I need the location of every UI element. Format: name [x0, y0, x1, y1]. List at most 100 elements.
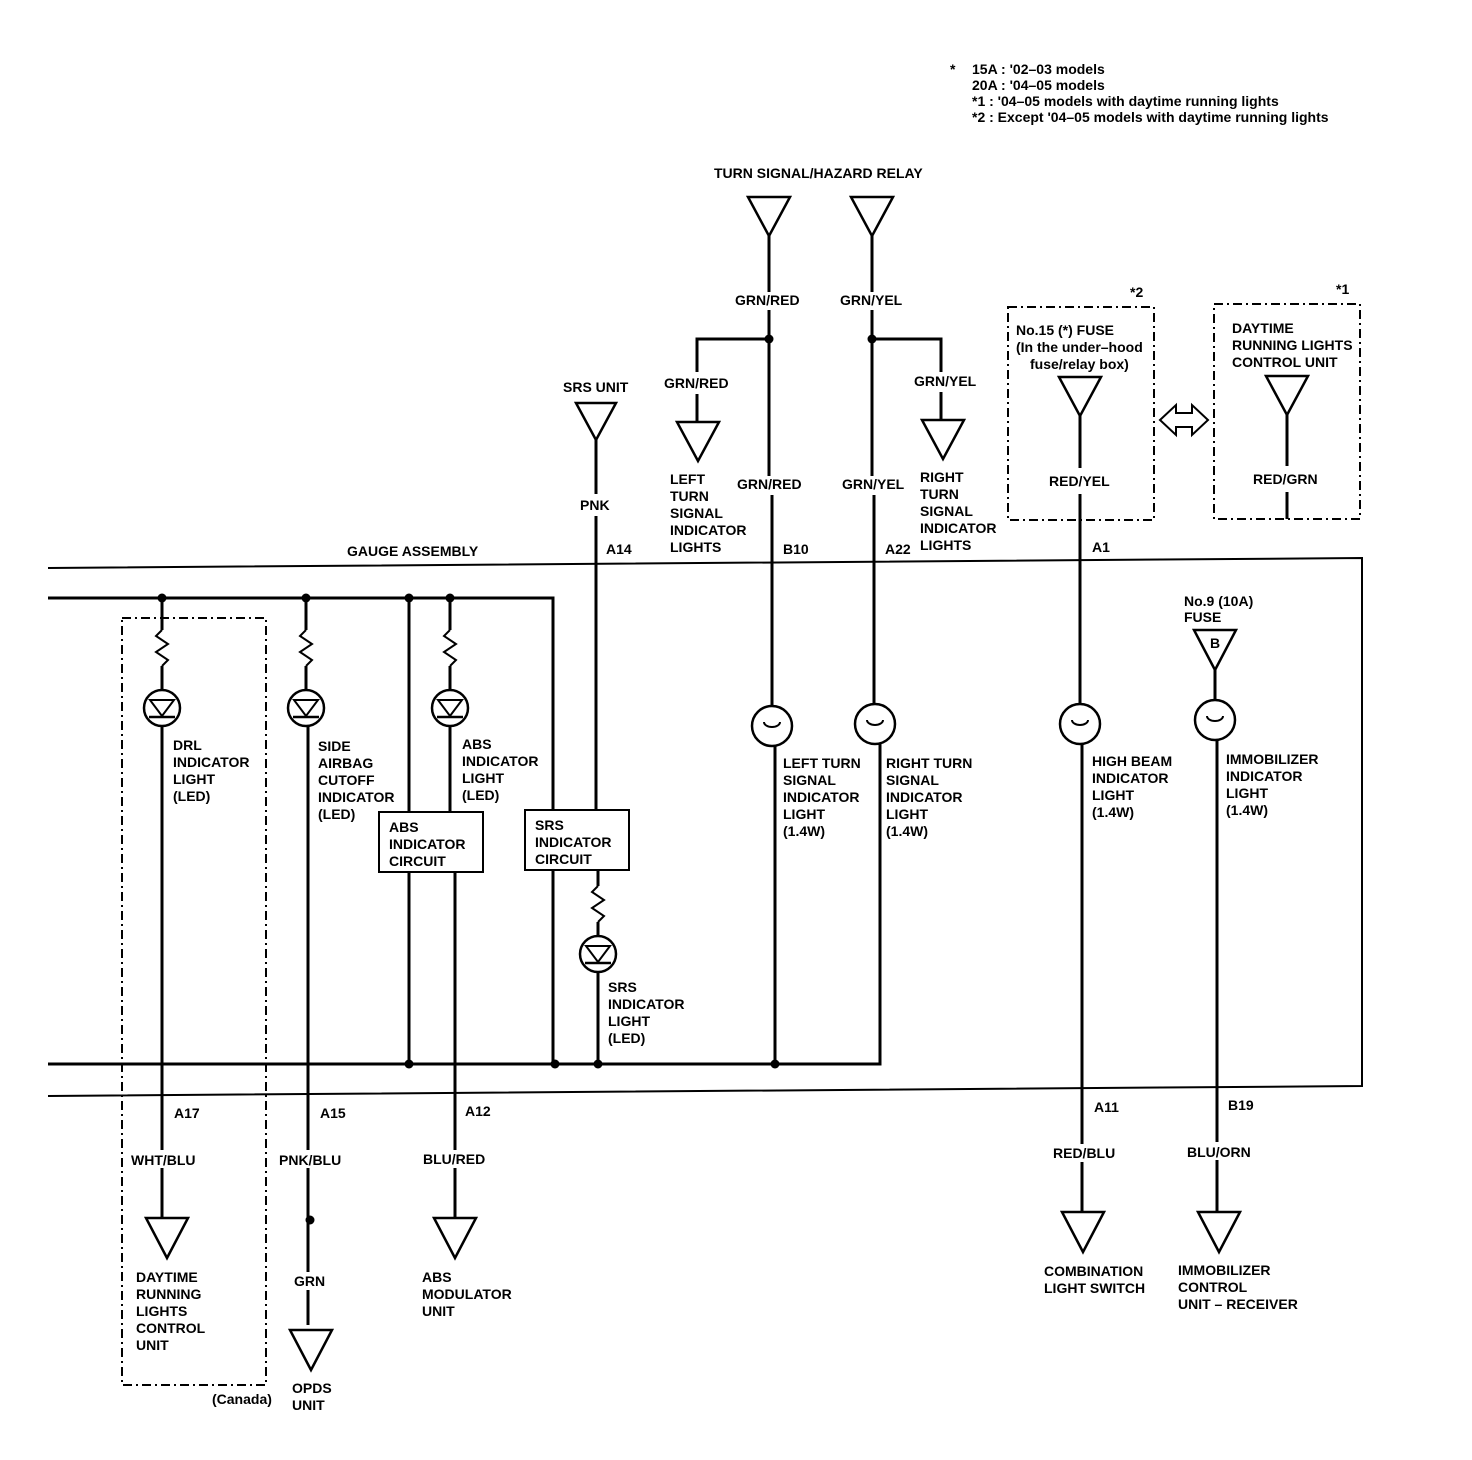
resistor-abs — [442, 629, 458, 667]
left-turn-bulb-icon — [750, 704, 794, 748]
pin-a11: A11 — [1094, 1099, 1119, 1115]
svg-text:IMMOBILIZER: IMMOBILIZER — [1226, 751, 1319, 767]
drl-unit-box — [1213, 303, 1361, 520]
left-lights-wire-label: GRN/RED — [664, 375, 729, 391]
left-lights-label: LEFT TURN SIGNAL INDICATOR LIGHTS — [670, 471, 746, 555]
gauge-title: GAUGE ASSEMBLY — [347, 543, 479, 559]
svg-text:INDICATOR: INDICATOR — [920, 520, 996, 536]
abs-indicator-label: ABS INDICATOR LIGHT (LED) — [462, 736, 538, 803]
svg-text:LIGHT: LIGHT — [462, 770, 504, 786]
svg-text:No.15 (*) FUSE: No.15 (*) FUSE — [1016, 322, 1114, 338]
right-turn-wire-label: GRN/YEL — [842, 476, 905, 492]
combination-switch-label: COMBINATION LIGHT SWITCH — [1044, 1263, 1145, 1296]
srs-wire-label: PNK — [580, 497, 610, 513]
left-lights-terminal — [674, 420, 722, 464]
svg-text:INDICATOR: INDICATOR — [670, 522, 746, 538]
relay-terminal-right — [848, 195, 896, 239]
drl-unit-bottom-label: DAYTIME RUNNING LIGHTS CONTROL UNIT — [136, 1269, 206, 1353]
pin-b19: B19 — [1228, 1097, 1254, 1113]
svg-text:RIGHT: RIGHT — [920, 469, 964, 485]
svg-text:INDICATOR: INDICATOR — [886, 789, 962, 805]
canada-box — [121, 617, 267, 1386]
drl-unit-label: DAYTIME RUNNING LIGHTS CONTROL UNIT — [1232, 320, 1353, 370]
combo-wire-label: RED/BLU — [1053, 1145, 1115, 1161]
svg-text:ABS: ABS — [462, 736, 492, 752]
wire-label-bg-opds — [276, 1150, 340, 1168]
svg-text:CONTROL: CONTROL — [1178, 1279, 1248, 1295]
pin-a14: A14 — [606, 541, 632, 557]
right-turn-bulb-icon — [853, 702, 897, 746]
svg-text:RUNNING LIGHTS: RUNNING LIGHTS — [1232, 337, 1353, 353]
svg-text:LEFT: LEFT — [670, 471, 705, 487]
svg-text:LIGHT: LIGHT — [886, 806, 928, 822]
drl-unit-bottom-terminal — [143, 1216, 191, 1261]
svg-text:DAYTIME: DAYTIME — [1232, 320, 1294, 336]
opds-terminal — [287, 1328, 335, 1373]
drl-unit-tag: *1 — [1336, 281, 1349, 297]
svg-text:TURN: TURN — [670, 488, 709, 504]
svg-text:LIGHT: LIGHT — [608, 1013, 650, 1029]
opds-wire2-label: GRN — [294, 1273, 325, 1289]
junction-opds — [305, 1215, 315, 1225]
svg-text:INDICATOR: INDICATOR — [535, 834, 611, 850]
svg-text:SIGNAL: SIGNAL — [886, 772, 939, 788]
svg-text:RIGHT TURN: RIGHT TURN — [886, 755, 972, 771]
svg-text:LEFT TURN: LEFT TURN — [783, 755, 861, 771]
svg-text:INDICATOR: INDICATOR — [1092, 770, 1168, 786]
fuse15-label: No.15 (*) FUSE (In the under–hood fuse/r… — [1016, 322, 1143, 372]
svg-text:RUNNING: RUNNING — [136, 1286, 201, 1302]
svg-text:LIGHT SWITCH: LIGHT SWITCH — [1044, 1280, 1145, 1296]
svg-text:CIRCUIT: CIRCUIT — [389, 853, 446, 869]
fuse15-tag: *2 — [1130, 284, 1143, 300]
svg-text:UNIT: UNIT — [136, 1337, 169, 1353]
opds-label: OPDS UNIT — [292, 1380, 332, 1413]
svg-text:COMBINATION: COMBINATION — [1044, 1263, 1143, 1279]
svg-text:SIGNAL: SIGNAL — [783, 772, 836, 788]
svg-text:MODULATOR: MODULATOR — [422, 1286, 512, 1302]
svg-text:INDICATOR: INDICATOR — [462, 753, 538, 769]
drl-led-icon — [142, 688, 182, 728]
svg-text:CIRCUIT: CIRCUIT — [535, 851, 592, 867]
svg-text:(LED): (LED) — [462, 787, 499, 803]
svg-text:LIGHTS: LIGHTS — [136, 1303, 187, 1319]
svg-text:(1.4W): (1.4W) — [886, 823, 928, 839]
drl-wire-label: WHT/BLU — [131, 1152, 196, 1168]
immobilizer-bulb-icon — [1193, 698, 1237, 742]
svg-text:SIGNAL: SIGNAL — [670, 505, 723, 521]
svg-text:CONTROL: CONTROL — [136, 1320, 206, 1336]
abs-modulator-terminal — [431, 1216, 479, 1261]
internal-rail-bottom — [48, 730, 882, 1066]
svg-text:(LED): (LED) — [173, 788, 210, 804]
wire-label-bg-immob — [1184, 1142, 1250, 1160]
note-line-1: 15A : '02–03 models — [972, 61, 1105, 77]
note-line-2: 20A : '04–05 models — [972, 77, 1105, 93]
svg-text:AIRBAG: AIRBAG — [318, 755, 373, 771]
svg-text:UNIT: UNIT — [292, 1397, 325, 1413]
srs-unit-terminal — [573, 401, 619, 443]
fuse15-terminal — [1056, 375, 1104, 419]
relay-wire-right-label: GRN/YEL — [840, 292, 903, 308]
right-lights-terminal — [919, 418, 967, 462]
wire-branch-right — [872, 337, 943, 372]
immobilizer-indicator-label: IMMOBILIZER INDICATOR LIGHT (1.4W) — [1226, 751, 1319, 818]
high-beam-bulb-icon — [1058, 702, 1102, 746]
abs-indicator-circuit — [378, 811, 484, 873]
abs-modulator-label: ABS MODULATOR UNIT — [422, 1269, 512, 1319]
pin-a12: A12 — [465, 1103, 491, 1119]
srs-circuit-label: SRS INDICATOR CIRCUIT — [535, 817, 611, 867]
svg-text:INDICATOR: INDICATOR — [389, 836, 465, 852]
svg-text:(LED): (LED) — [608, 1030, 645, 1046]
wire-label-bg-combo — [1050, 1144, 1114, 1162]
svg-text:ABS: ABS — [422, 1269, 452, 1285]
svg-text:fuse/relay box): fuse/relay box) — [1030, 356, 1129, 372]
immobilizer-receiver-terminal — [1195, 1210, 1243, 1255]
svg-text:SRS: SRS — [535, 817, 564, 833]
left-turn-wire-label: GRN/RED — [737, 476, 802, 492]
svg-text:INDICATOR: INDICATOR — [608, 996, 684, 1012]
notes: * 15A : '02–03 models 20A : '04–05 model… — [950, 61, 1329, 125]
svg-text:UNIT – RECEIVER: UNIT – RECEIVER — [1178, 1296, 1298, 1312]
svg-text:DAYTIME: DAYTIME — [136, 1269, 198, 1285]
svg-text:SIGNAL: SIGNAL — [920, 503, 973, 519]
canada-note: (Canada) — [212, 1391, 272, 1407]
svg-text:CONTROL UNIT: CONTROL UNIT — [1232, 354, 1338, 370]
